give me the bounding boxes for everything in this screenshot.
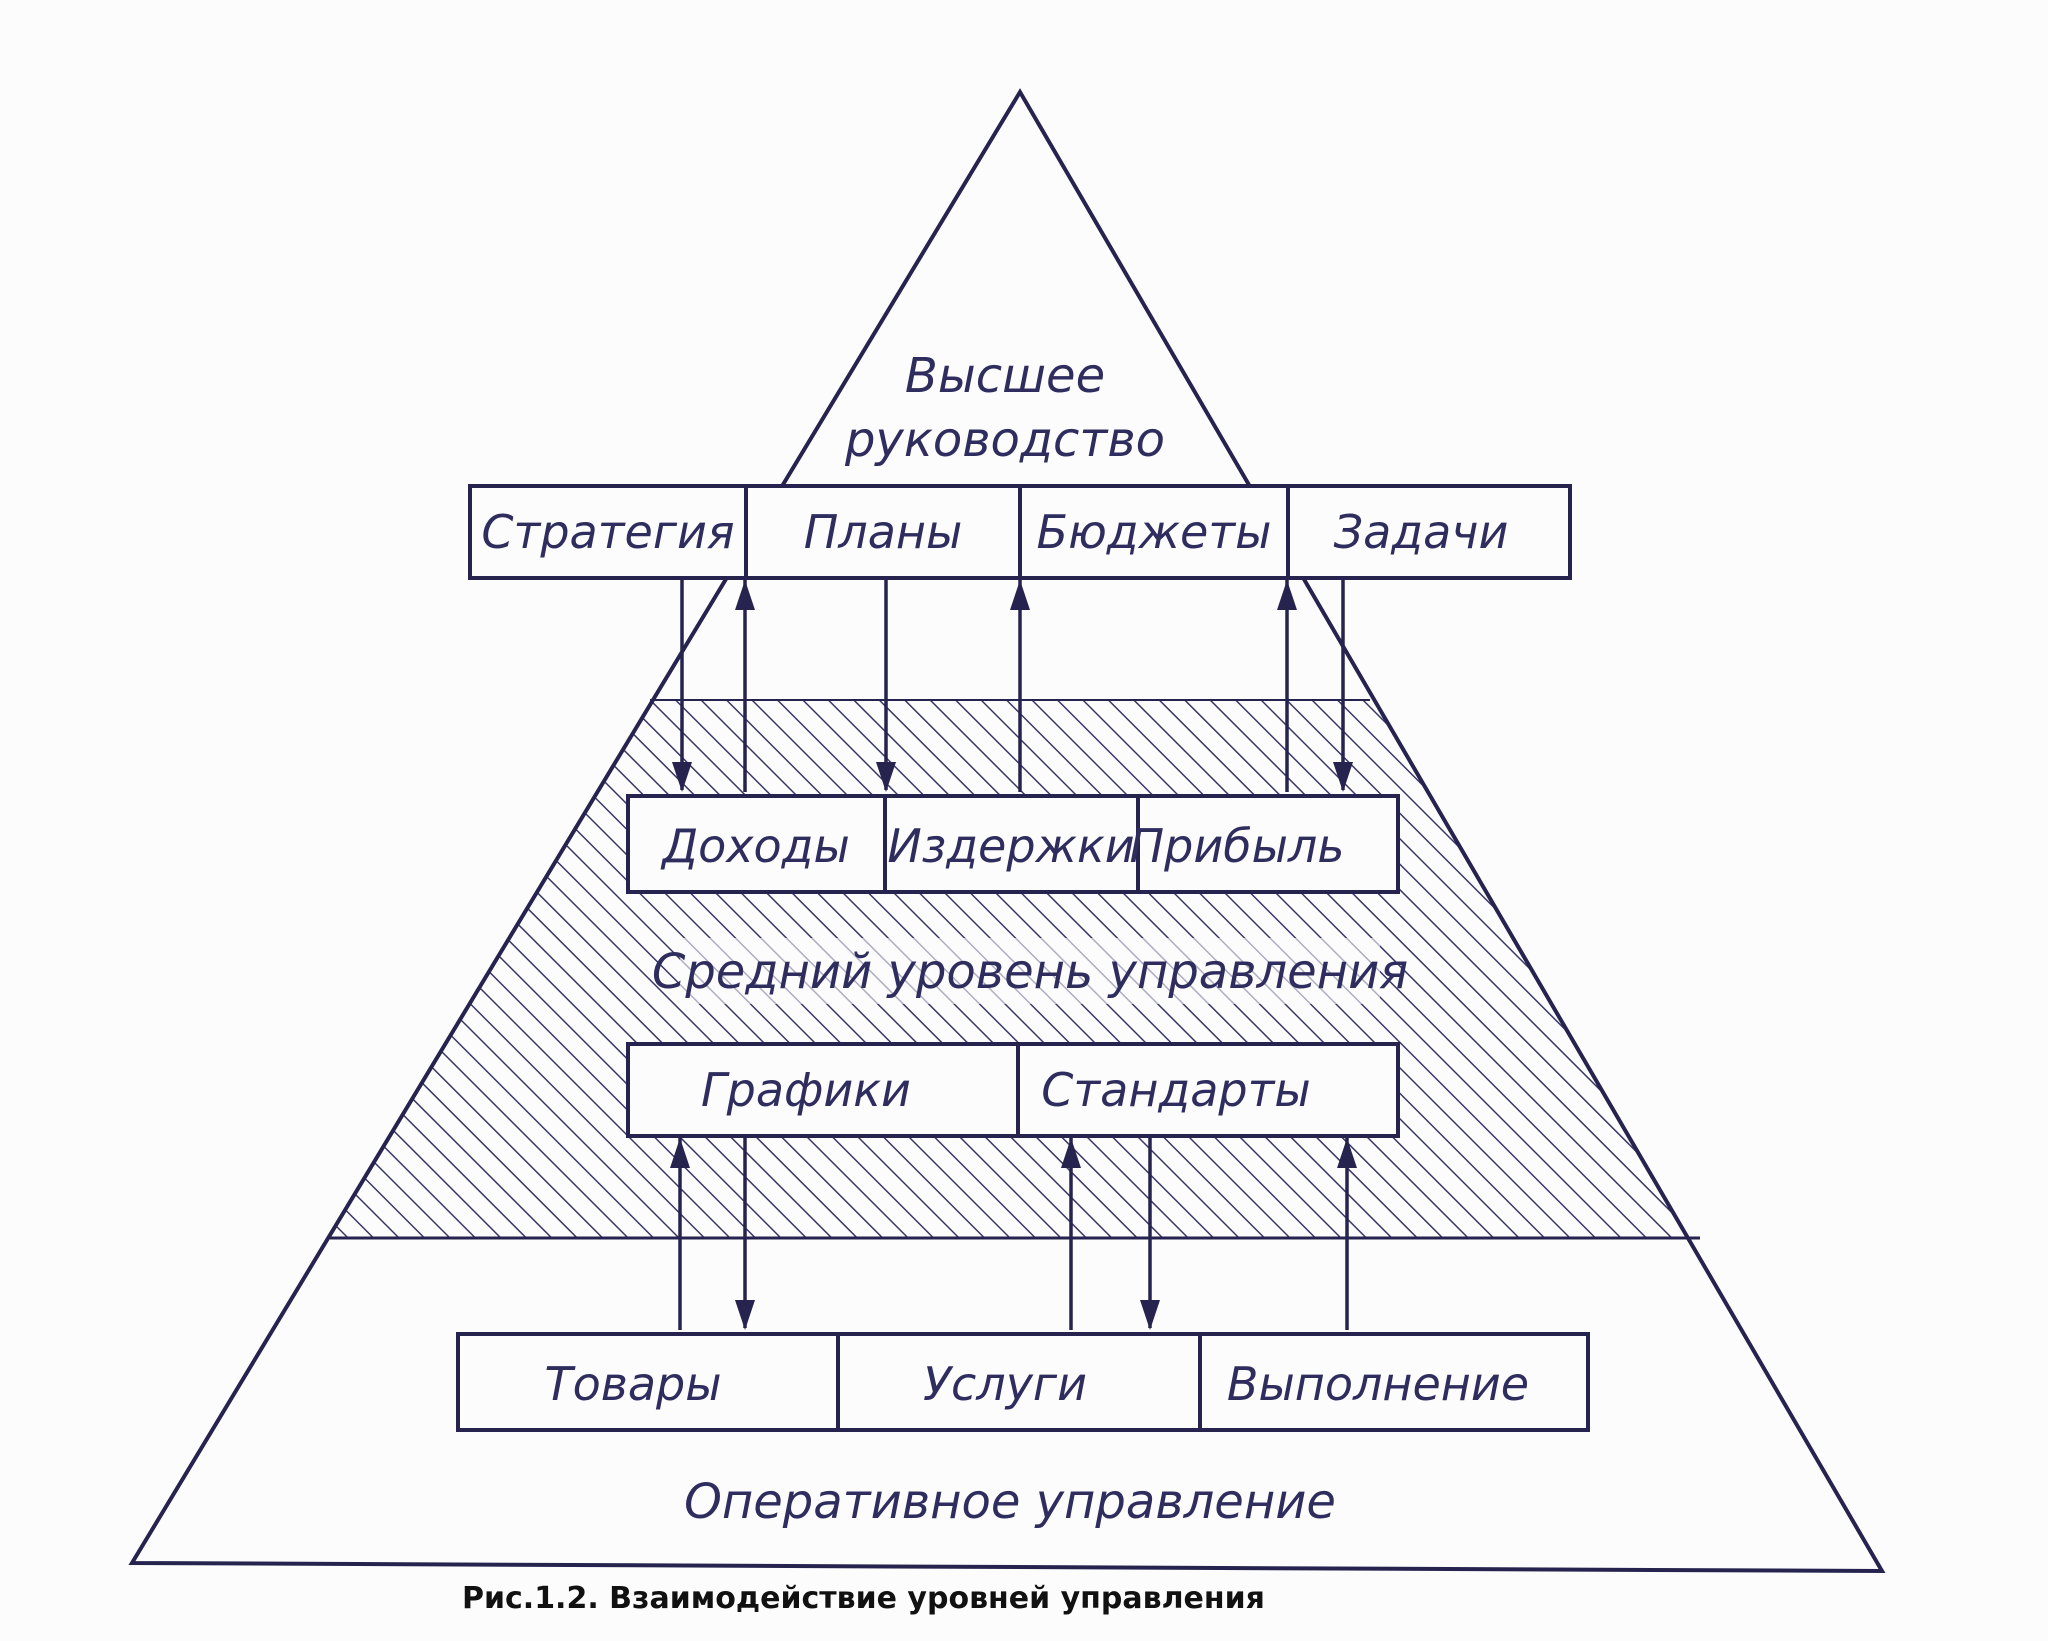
figure-caption: Рис.1.2. Взаимодействие уровней управлен… xyxy=(462,1581,1265,1616)
box-goods: Товары xyxy=(544,1357,721,1411)
middle-bottom-arrows xyxy=(670,1136,1357,1330)
middle-lower-boxes: Графики Стандарты xyxy=(626,1042,1400,1138)
box-schedules: Графики xyxy=(701,1063,911,1117)
top-level-label-line2: руководство xyxy=(844,412,1165,468)
box-costs: Издержки xyxy=(887,819,1134,873)
arrow-up-icon xyxy=(1010,580,1030,610)
top-middle-arrows xyxy=(672,578,1353,792)
box-plans: Планы xyxy=(804,505,963,559)
top-level-label-line1: Высшее xyxy=(905,348,1105,404)
arrow-down-icon xyxy=(735,1300,755,1330)
bottom-boxes: Товары Услуги Выполнение xyxy=(456,1332,1590,1432)
arrow-down-icon xyxy=(1140,1300,1160,1330)
box-profit: Прибыль xyxy=(1130,819,1345,873)
arrow-up-icon xyxy=(1061,1138,1081,1168)
top-boxes: Стратегия Планы Бюджеты Задачи xyxy=(468,484,1572,580)
middle-upper-frame xyxy=(626,794,1400,894)
box-standards: Стандарты xyxy=(1041,1063,1311,1117)
pyramid-outline xyxy=(128,88,1886,1574)
box-tasks: Задачи xyxy=(1334,505,1509,559)
operational-level-label: Оперативное управление xyxy=(684,1474,1336,1530)
arrow-down-icon xyxy=(876,762,896,792)
box-budgets: Бюджеты xyxy=(1037,505,1272,559)
arrow-up-icon xyxy=(1337,1138,1357,1168)
arrow-up-icon xyxy=(670,1138,690,1168)
middle-level-label: Средний уровень управления xyxy=(652,944,1408,1000)
middle-lower-frame xyxy=(626,1042,1400,1138)
arrow-down-icon xyxy=(1333,762,1353,792)
bottom-boxes-frame xyxy=(456,1332,1590,1432)
box-services: Услуги xyxy=(923,1357,1087,1411)
box-income: Доходы xyxy=(660,819,850,873)
arrow-up-icon xyxy=(735,580,755,610)
box-strategy: Стратегия xyxy=(481,505,734,559)
arrow-up-icon xyxy=(1277,580,1297,610)
middle-upper-boxes: Доходы Издержки Прибыль xyxy=(626,794,1400,894)
arrow-down-icon xyxy=(672,762,692,792)
middle-label-backing xyxy=(680,938,1380,1004)
box-execution: Выполнение xyxy=(1227,1357,1529,1411)
